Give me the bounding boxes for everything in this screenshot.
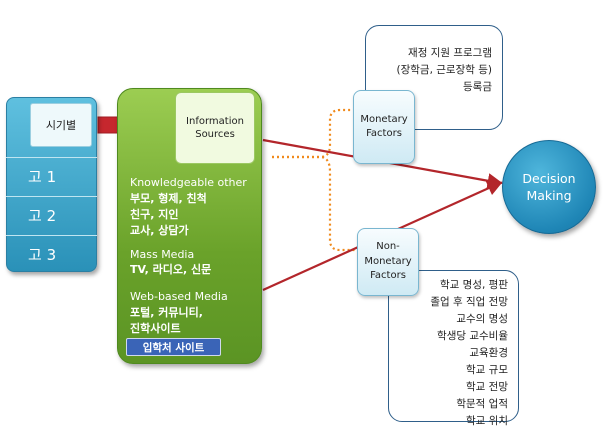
information-sources-box: Information Sources	[175, 92, 255, 164]
non-monetary-detail: 교수의 명성	[456, 313, 508, 325]
non-monetary-detail: 졸업 후 직업 전망	[430, 296, 508, 308]
non-monetary-detail: 교육환경	[469, 347, 508, 359]
monetary-line2: Factors	[366, 128, 402, 139]
non-monetary-line2: Monetary	[364, 255, 412, 267]
decision-line1: Decision	[522, 170, 576, 186]
mass-media-label: Mass Media	[130, 248, 195, 261]
web-media-item: 진학사이트	[130, 322, 181, 335]
non-monetary-details-box: 학교 명성, 평판 졸업 후 직업 전망 교수의 명성 학생당 교수비율 교육환…	[388, 270, 519, 427]
non-monetary-factors-box: Non- Monetary Factors	[357, 228, 419, 296]
knowledgeable-label: Knowledgeable other	[130, 176, 247, 189]
grade-1-label: 고 1	[6, 157, 97, 195]
web-media-label: Web-based Media	[130, 290, 228, 303]
knowledgeable-item: 부모, 형제, 친척	[130, 192, 207, 205]
non-monetary-detail: 학교 규모	[466, 364, 508, 376]
dotted-link-nonmonetary	[272, 155, 357, 252]
knowledgeable-item: 친구, 지인	[130, 208, 179, 221]
mass-media-items: TV, 라디오, 신문	[130, 262, 211, 278]
knowledgeable-items: 부모, 형제, 친척 친구, 지인 교사, 상담가	[130, 191, 207, 239]
non-monetary-detail: 학교 위치	[466, 415, 508, 427]
non-monetary-detail: 학문적 업적	[456, 398, 508, 410]
web-media-items: 포털, 커뮤니티, 진학사이트	[130, 305, 203, 337]
non-monetary-line3: Factors	[370, 270, 406, 282]
timeline-header: 시기별	[30, 103, 92, 147]
mass-media-item: TV, 라디오, 신문	[130, 263, 212, 276]
monetary-detail: 등록금	[463, 81, 492, 93]
information-sources-line2: Sources	[195, 129, 235, 140]
non-monetary-line1: Non-	[376, 241, 400, 253]
monetary-line1: Monetary	[360, 113, 408, 125]
non-monetary-detail: 학교 명성, 평판	[440, 279, 508, 291]
monetary-detail: 재정 지원 프로그램	[408, 47, 492, 59]
non-monetary-detail: 학생당 교수비율	[437, 330, 508, 342]
non-monetary-detail: 학교 전망	[466, 381, 508, 393]
admissions-site-badge: 입학처 사이트	[126, 338, 221, 356]
grade-3-label: 고 3	[6, 235, 97, 273]
decision-making-circle: Decision Making	[502, 140, 596, 234]
information-sources-line1: Information	[186, 115, 244, 127]
monetary-detail: (장학금, 근로장학 등)	[396, 64, 493, 76]
monetary-factors-box: Monetary Factors	[353, 90, 415, 164]
web-media-item: 포털, 커뮤니티,	[130, 306, 203, 319]
decision-line2: Making	[526, 188, 572, 203]
grade-2-label: 고 2	[6, 196, 97, 234]
knowledgeable-item: 교사, 상담가	[130, 224, 189, 237]
